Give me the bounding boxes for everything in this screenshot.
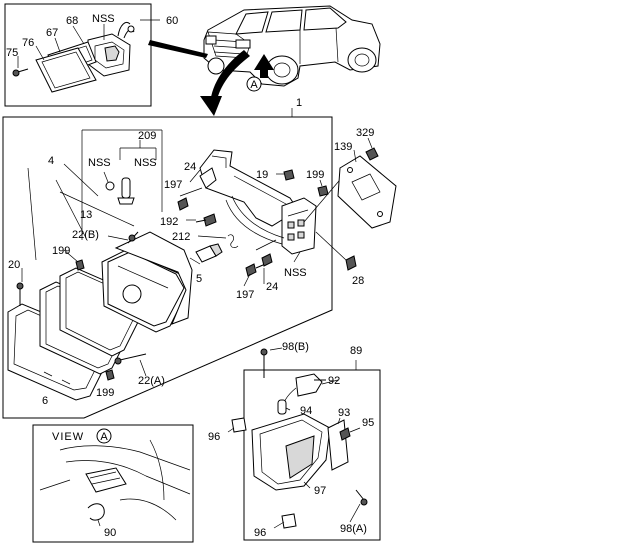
label-192: 192 [160,216,178,228]
label-212: 212 [172,231,190,243]
label-329: 329 [356,127,374,139]
label-197-upper: 197 [164,179,182,191]
label-97: 97 [314,485,326,497]
label-139: 139 [334,141,352,153]
label-28: 28 [352,275,364,287]
view-title: VIEW [52,431,84,443]
label-13: 13 [80,209,92,221]
label-20: 20 [8,259,20,271]
corner-lamp-assembly [227,347,368,529]
label-199-bottom: 199 [96,387,114,399]
label-22a: 22(A) [138,375,165,387]
label-22b: 22(B) [72,229,99,241]
label-5: 5 [196,273,202,285]
label-68: 68 [66,15,78,27]
mounting-plate [337,137,397,229]
side-marker-assembly [12,19,160,93]
label-93: 93 [338,407,350,419]
label-76: 76 [22,37,34,49]
label-nss-right: NSS [284,267,307,279]
view-a-box [32,424,194,543]
label-nss-inset: NSS [92,13,115,25]
label-6: 6 [42,395,48,407]
vehicle-illustration [148,5,381,116]
label-96-upper: 96 [208,431,220,443]
label-96-lower: 96 [254,527,266,539]
label-24-lower: 24 [266,281,278,293]
label-nss-left: NSS [88,157,111,169]
label-199-left: 199 [52,245,70,257]
label-199-right: 199 [306,169,324,181]
label-1: 1 [296,97,302,109]
label-89: 89 [350,345,362,357]
inset-box-side-marker [4,3,152,107]
label-75: 75 [6,47,18,59]
headlamp-assembly [7,108,357,401]
label-24-upper: 24 [184,161,196,173]
label-90: 90 [104,527,116,539]
label-98b: 98(B) [282,341,309,353]
view-a-illustration [39,428,191,527]
label-98a: 98(A) [340,523,367,535]
main-headlamp-box [2,116,333,419]
label-67: 67 [46,27,58,39]
label-197-lower: 197 [236,289,254,301]
label-19: 19 [256,169,268,181]
view-a-arrow-marker: A [250,79,258,91]
label-nss-bracket: NSS [134,157,157,169]
label-94: 94 [300,405,312,417]
label-4: 4 [48,155,54,167]
label-209: 209 [138,130,156,142]
label-60: 60 [166,15,178,27]
corner-lamp-box [243,369,381,541]
label-95: 95 [362,417,374,429]
label-92: 92 [328,375,340,387]
view-marker: A [100,431,108,443]
